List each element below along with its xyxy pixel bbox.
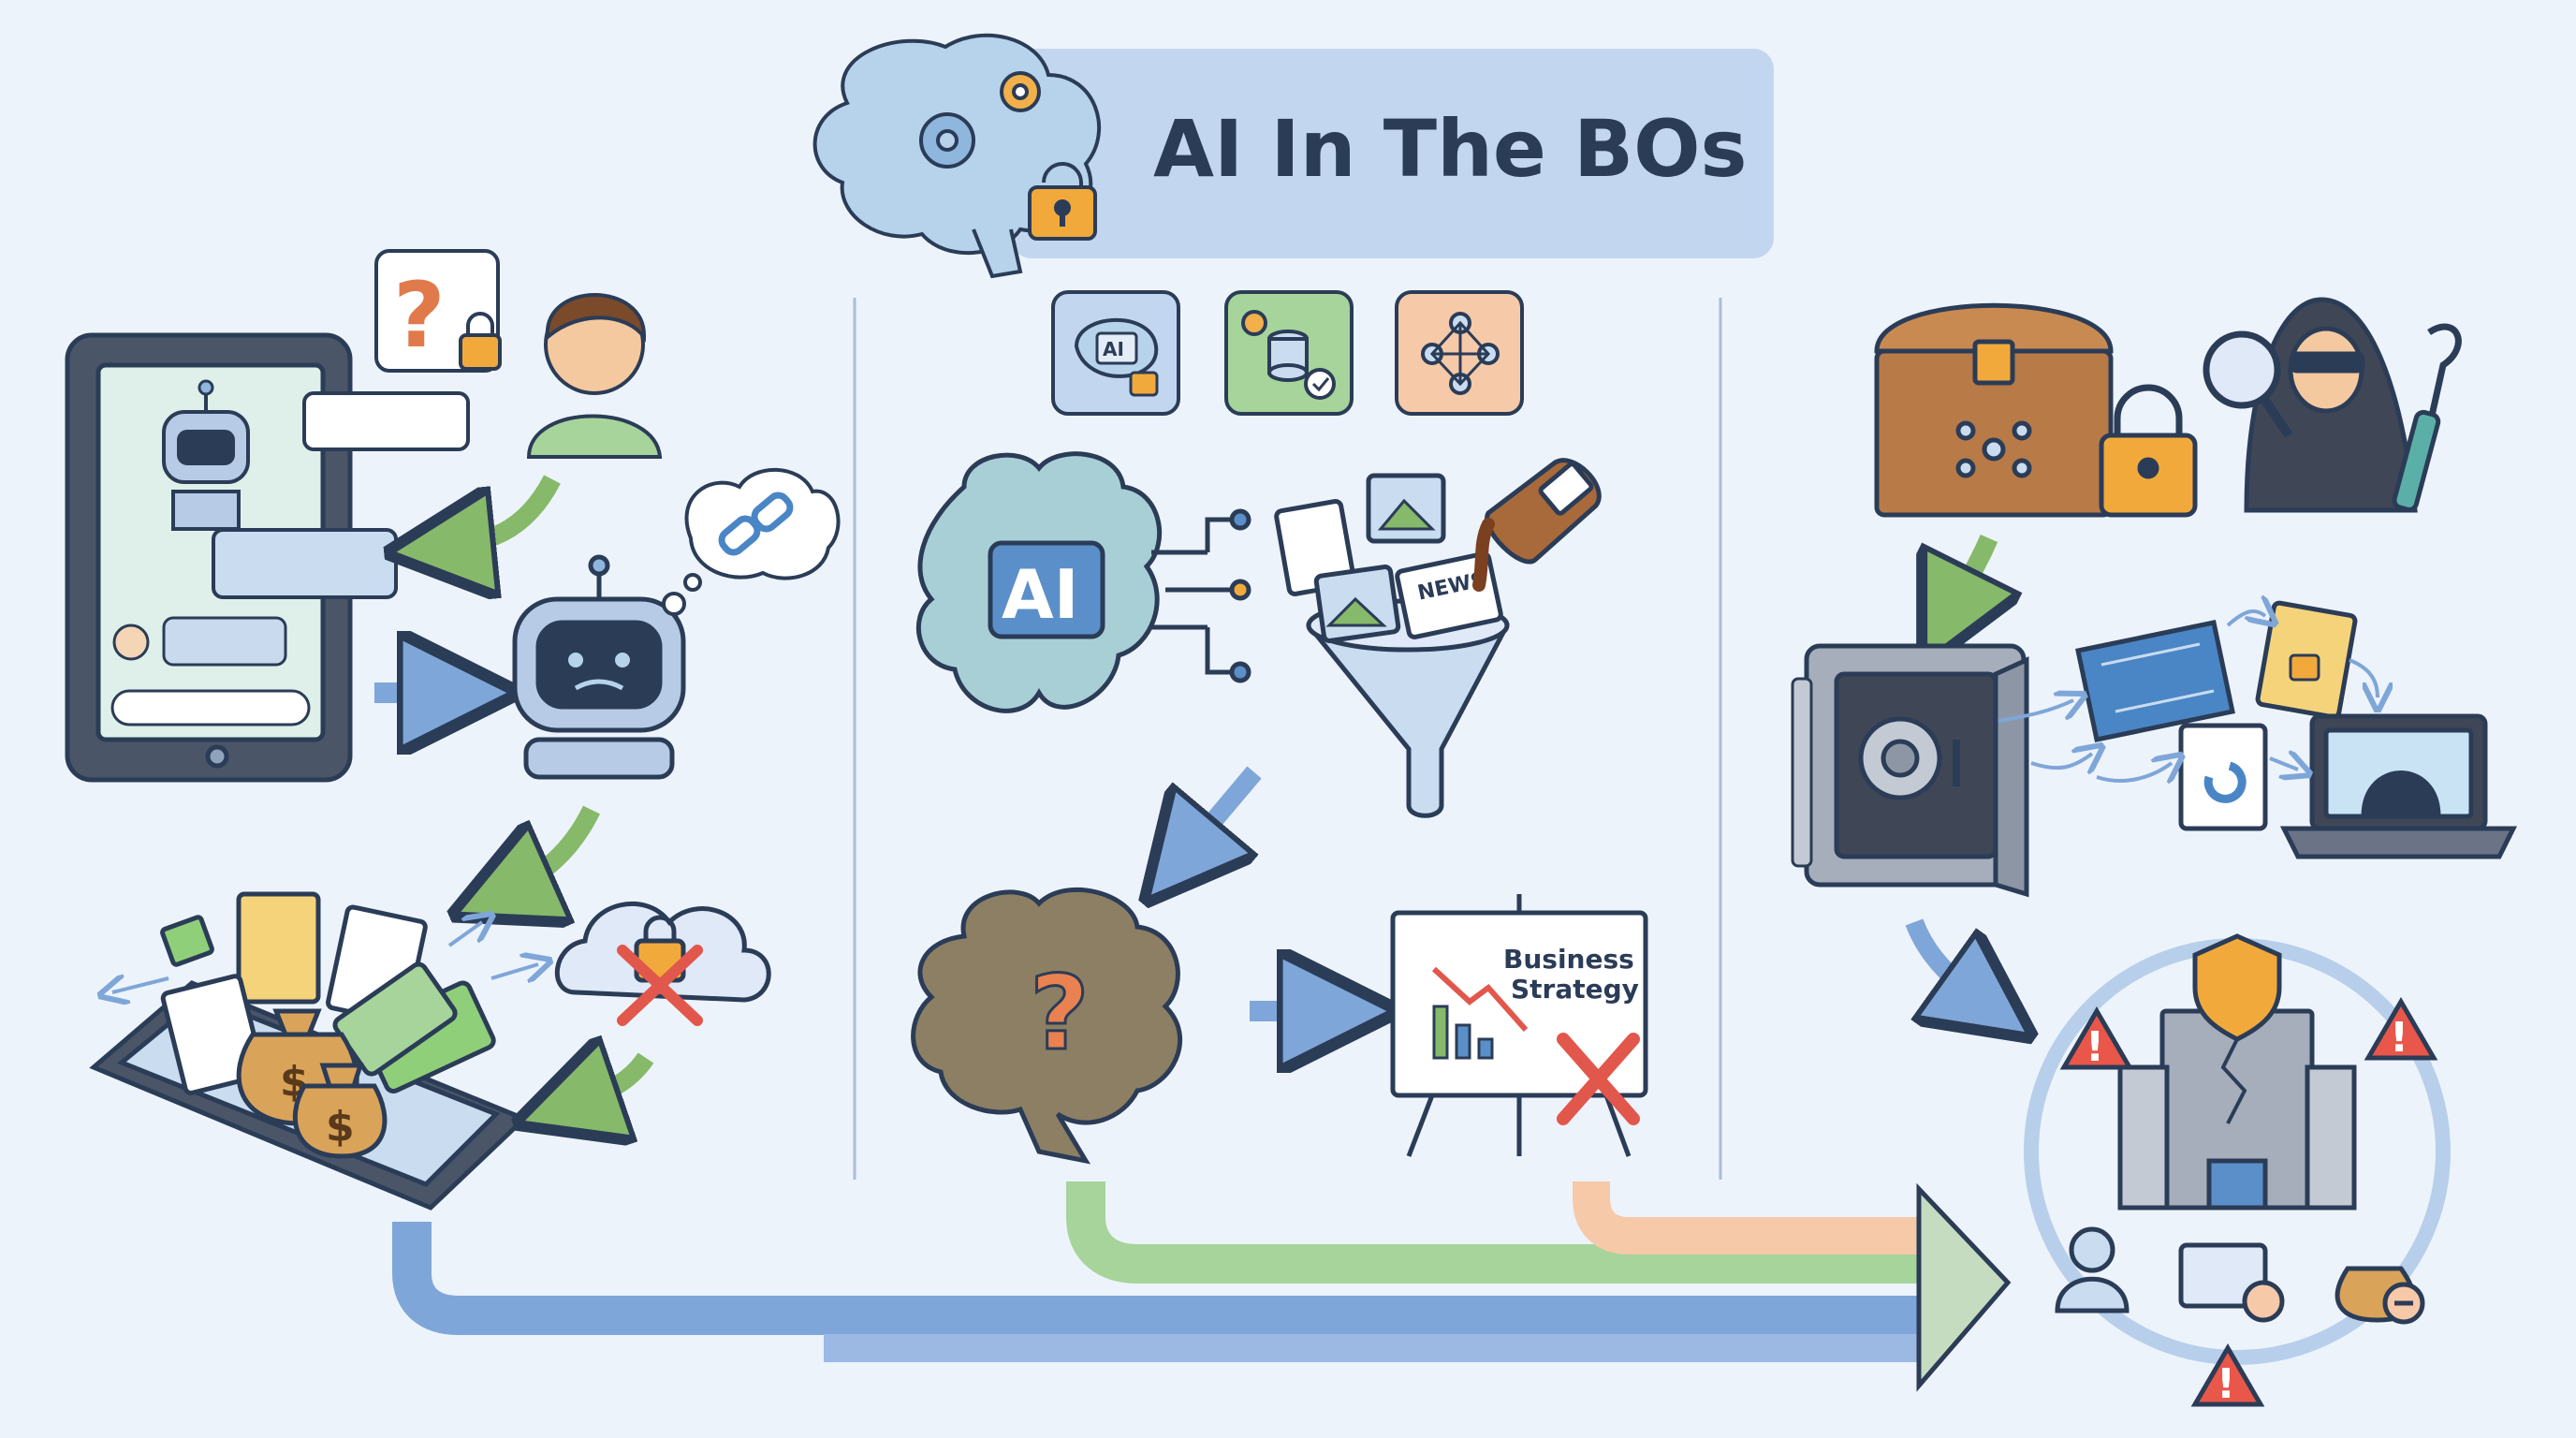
business-strategy-board-icon <box>1390 894 1648 1157</box>
stolen-documents-icon <box>2075 600 2518 859</box>
flow-arrow <box>112 978 169 992</box>
title-banner <box>1011 49 1774 258</box>
question-lock-bubble-icon: ? <box>374 249 502 373</box>
svg-text:!: ! <box>2217 1360 2235 1408</box>
svg-text:?: ? <box>393 263 446 368</box>
strategy-title-line2: Strategy <box>1511 974 1639 1005</box>
ai-brain-icon: AI <box>915 451 1251 713</box>
chat-tablet-icon <box>65 332 353 783</box>
treasure-chest-lock-icon <box>1874 302 2198 518</box>
broken-link-cloud-icon <box>662 467 841 616</box>
confused-brain-icon: ? <box>911 887 1183 1165</box>
flow-arrow <box>2226 611 2265 625</box>
flow-arrow <box>447 922 482 947</box>
hacker-icon <box>2203 297 2462 513</box>
strategy-title-line1: Business <box>1503 944 1634 975</box>
cloud-lock-blocked-icon <box>554 901 771 1026</box>
flow-arrow <box>1947 535 1989 618</box>
svg-text:AI: AI <box>1103 338 1124 360</box>
flow-arrow <box>2096 763 2172 781</box>
flow-arrow <box>2030 754 2092 768</box>
right-column: ! ! ! <box>1791 297 2518 1408</box>
speech-bubble <box>302 391 470 451</box>
converging-flow-arrows <box>392 1181 2012 1392</box>
page-title: AI In The BOs <box>1153 103 1748 195</box>
flow-arrow <box>2349 658 2378 697</box>
flow-arrow <box>1066 1181 1919 1284</box>
flow-arrow <box>440 475 561 548</box>
svg-text:!: ! <box>2390 1014 2408 1062</box>
svg-text:$: $ <box>326 1103 355 1151</box>
company-threat-circle-icon: ! ! ! <box>2024 933 2451 1408</box>
flow-arrow <box>1998 700 2073 723</box>
flow-arrow <box>501 805 600 894</box>
flow-arrow <box>2269 758 2298 770</box>
flow-arrow <box>1179 766 1262 861</box>
data-poisoning-funnel-icon: NEWS <box>1274 458 1602 818</box>
header: AI In The BOs <box>812 33 1774 279</box>
svg-text:AI: AI <box>1002 555 1079 634</box>
left-column: ? <box>65 249 841 1211</box>
neural-network-tile <box>1395 290 1524 416</box>
speech-bubble <box>212 528 398 599</box>
arrow-head <box>1916 1182 2012 1392</box>
user-person-icon <box>526 293 663 459</box>
brain-gear-lock-icon <box>812 33 1102 279</box>
flow-arrow <box>392 1222 1919 1335</box>
flow-arrow <box>490 964 538 978</box>
open-safe-icon <box>1791 643 2029 898</box>
money-tablet-icon: $ $ <box>89 891 529 1211</box>
confused-robot-icon <box>512 554 686 780</box>
ai-brain-lock-tile: AI <box>1051 290 1180 416</box>
svg-text:!: ! <box>2086 1023 2104 1071</box>
data-process-tile <box>1224 290 1354 416</box>
middle-column: AI AI <box>911 290 1648 1165</box>
flow-arrow <box>566 1058 654 1107</box>
svg-text:?: ? <box>1030 953 1090 1073</box>
flow-arrow <box>1905 918 1989 1006</box>
flow-arrow <box>1573 1181 1919 1255</box>
